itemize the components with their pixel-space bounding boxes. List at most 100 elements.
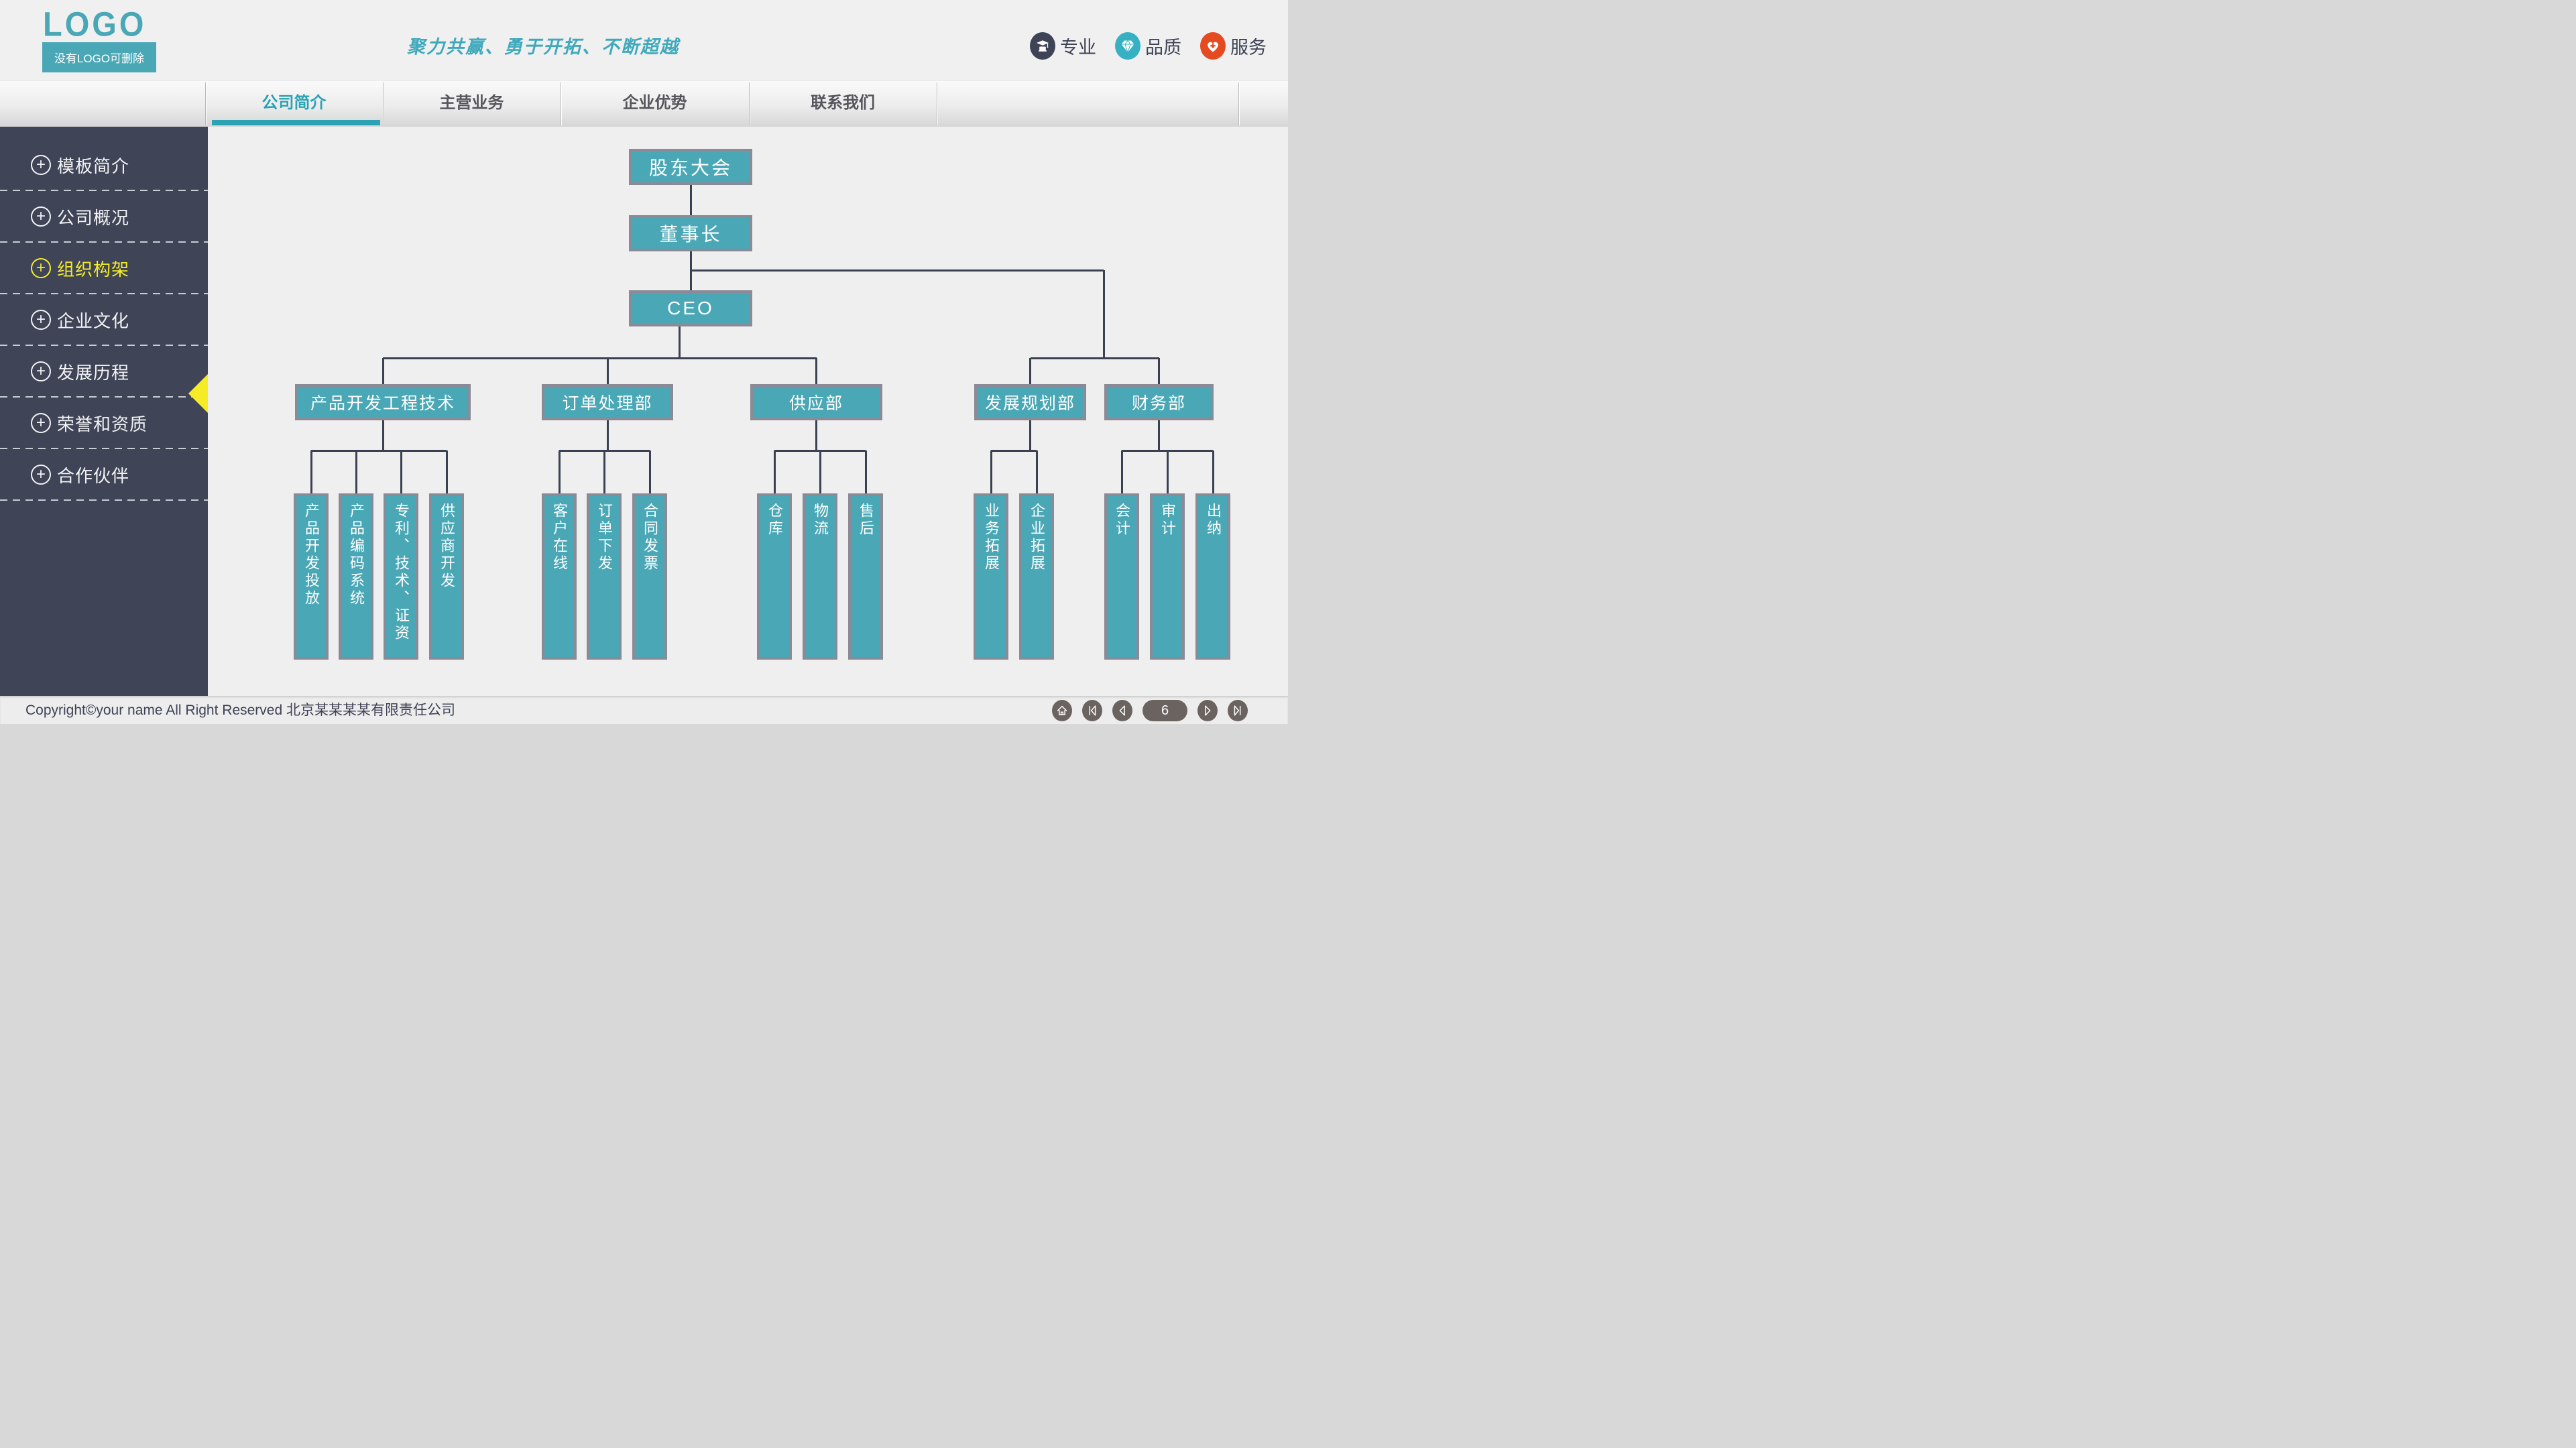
org-dept-2: 供应部 xyxy=(750,384,882,420)
org-leaf-3-0: 业务拓展 xyxy=(974,493,1008,660)
org-leaf-4-1: 审计 xyxy=(1150,493,1185,660)
last-slide-button[interactable] xyxy=(1228,700,1248,721)
org-leaf-1-0: 客户在线 xyxy=(542,493,577,660)
slide-page: LOGO 没有LOGO可删除 聚力共赢、勇于开拓、不断超越 专业 xyxy=(0,0,1288,724)
badge-service: 服务 xyxy=(1200,32,1267,60)
sidebar-divider xyxy=(0,345,208,346)
connector-line xyxy=(819,450,821,493)
tab-bar: 公司简介 主营业务 企业优势 联系我们 xyxy=(0,81,1288,127)
sidebar-item-corporate-culture[interactable]: + 企业文化 xyxy=(0,294,208,345)
connector-line xyxy=(383,357,817,359)
connector-line xyxy=(445,450,448,493)
connector-line xyxy=(864,450,867,493)
org-leaf-4-0: 会计 xyxy=(1104,493,1139,660)
org-leaf-0-0: 产品开发投放 xyxy=(294,493,329,660)
sidebar-divider xyxy=(0,448,208,449)
sidebar-item-development-history[interactable]: + 发展历程 xyxy=(0,346,208,397)
first-slide-button[interactable] xyxy=(1082,700,1102,721)
org-dept-3: 发展规划部 xyxy=(974,384,1086,420)
slogan: 聚力共赢、勇于开拓、不断超越 xyxy=(407,37,679,57)
org-leaf-1-2: 合同发票 xyxy=(632,493,667,660)
connector-line xyxy=(1029,358,1031,384)
badge-label: 品质 xyxy=(1145,38,1181,58)
footer: Copyright©your name All Right Reserved 北… xyxy=(0,696,1288,724)
sidebar-divider xyxy=(0,190,208,191)
connector-line xyxy=(815,420,817,450)
next-slide-button[interactable] xyxy=(1197,700,1218,721)
connector-line xyxy=(1030,357,1159,359)
sidebar-divider xyxy=(0,241,208,243)
sidebar-item-org-structure[interactable]: + 组织构架 xyxy=(0,243,208,294)
sidebar-divider xyxy=(0,396,208,398)
tab-separator xyxy=(383,82,384,125)
connector-line xyxy=(1166,450,1169,493)
connector-line xyxy=(691,269,1104,272)
connector-line xyxy=(1212,450,1214,493)
sidebar: + 模板简介 + 公司概况 + 组织构架 + 企业文化 + 发展历程 + 荣誉和… xyxy=(0,127,208,696)
connector-line xyxy=(1158,420,1160,450)
previous-slide-button[interactable] xyxy=(1112,700,1132,721)
tab-company-profile[interactable]: 公司简介 xyxy=(261,94,327,112)
connector-line xyxy=(678,326,681,358)
connector-line xyxy=(773,450,776,493)
org-leaf-2-1: 物流 xyxy=(803,493,837,660)
connector-line xyxy=(1029,420,1031,450)
heart-cross-icon xyxy=(1200,32,1226,60)
tab-separator xyxy=(205,82,206,125)
sidebar-item-partners[interactable]: + 合作伙伴 xyxy=(0,449,208,500)
plus-circle-icon: + xyxy=(31,361,51,381)
tab-separator xyxy=(1238,82,1239,125)
org-leaf-4-2: 出纳 xyxy=(1195,493,1230,660)
connector-line xyxy=(1158,358,1160,384)
sidebar-divider xyxy=(0,293,208,294)
connector-line xyxy=(606,420,609,450)
connector-line xyxy=(400,450,402,493)
sidebar-item-company-overview[interactable]: + 公司概况 xyxy=(0,191,208,242)
connector-line xyxy=(1120,450,1123,493)
org-node-chairman: 董事长 xyxy=(629,215,752,251)
sidebar-item-template-intro[interactable]: + 模板简介 xyxy=(0,139,208,190)
tab-main-business[interactable]: 主营业务 xyxy=(439,94,504,112)
org-dept-0: 产品开发工程技术 xyxy=(295,384,471,420)
tab-advantages[interactable]: 企业优势 xyxy=(622,94,687,112)
plus-circle-icon: + xyxy=(31,310,51,330)
org-dept-4: 财务部 xyxy=(1104,384,1214,420)
org-leaf-3-1: 企业拓展 xyxy=(1019,493,1054,660)
diamond-icon xyxy=(1115,32,1140,60)
connector-line xyxy=(648,450,651,493)
sidebar-item-honors[interactable]: + 荣誉和资质 xyxy=(0,398,208,448)
connector-line xyxy=(382,420,384,450)
tab-contact-us[interactable]: 联系我们 xyxy=(811,94,875,112)
org-leaf-2-0: 仓库 xyxy=(757,493,792,660)
connector-line xyxy=(991,449,1037,452)
slide-nav: 6 xyxy=(1052,700,1248,721)
plus-circle-icon: + xyxy=(31,465,51,485)
org-leaf-1-1: 订单下发 xyxy=(587,493,622,660)
connector-line xyxy=(1035,450,1038,493)
active-tab-underline xyxy=(212,120,380,125)
logo-subtitle: 没有LOGO可删除 xyxy=(42,42,156,72)
badge-label: 专业 xyxy=(1060,38,1096,58)
header-badges: 专业 品质 服务 xyxy=(1030,32,1267,60)
connector-line xyxy=(310,450,312,493)
org-dept-1: 订单处理部 xyxy=(542,384,673,420)
org-leaf-2-2: 售后 xyxy=(848,493,883,660)
connector-line xyxy=(382,358,384,384)
plus-circle-icon: + xyxy=(31,206,51,227)
connector-line xyxy=(606,358,609,384)
tab-separator xyxy=(749,82,750,125)
page-number-badge: 6 xyxy=(1143,700,1187,721)
connector-line xyxy=(990,450,992,493)
badge-quality: 品质 xyxy=(1115,32,1181,60)
education-icon xyxy=(1030,32,1055,60)
home-button[interactable] xyxy=(1052,700,1072,721)
connector-line xyxy=(355,450,357,493)
org-leaf-0-3: 供应商开发 xyxy=(429,493,464,660)
badge-professional: 专业 xyxy=(1030,32,1096,60)
connector-line xyxy=(558,450,561,493)
connector-line xyxy=(815,358,817,384)
org-node-ceo: CEO xyxy=(629,290,752,326)
badge-label: 服务 xyxy=(1230,38,1267,58)
connector-line xyxy=(311,449,447,452)
